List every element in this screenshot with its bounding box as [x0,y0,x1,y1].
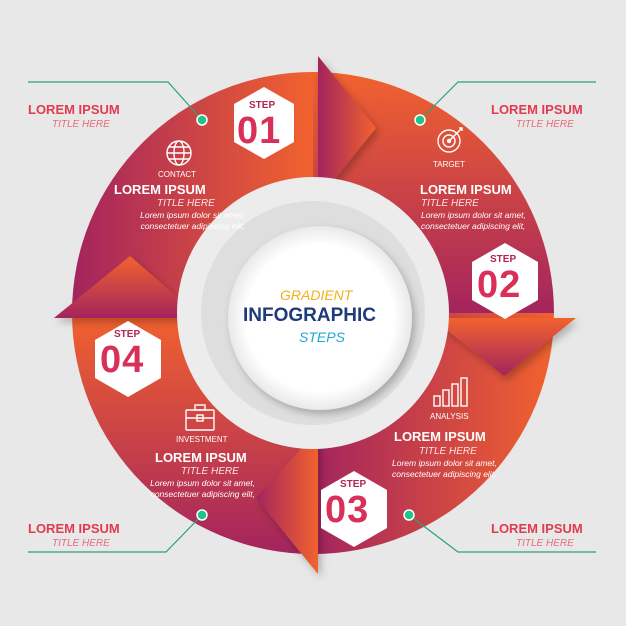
connector-1 [28,81,203,121]
hexagon-step-2 [472,243,538,319]
connector-lines [28,81,596,553]
callout-subtitle: TITLE HERE [52,119,110,130]
step-2-body-line1: Lorem ipsum dolor sit amet, [421,210,526,220]
hexagon-step-3 [321,471,387,547]
step-1-number: 01 [237,110,282,152]
center-line-3: STEPS [299,329,345,345]
connector-2 [419,81,596,121]
step-4-body: Lorem ipsum dolor sit amet, consectetuer… [125,478,255,499]
globe-icon [166,140,192,166]
step-1-body: Lorem ipsum dolor sit amet, consectetuer… [115,210,245,231]
step-2-label: STEP [490,254,517,265]
step-2-body-line2: consectetuer adipiscing elit, [421,220,526,231]
step-4-body-line1: Lorem ipsum dolor sit amet, [150,478,255,488]
step-2-icon-label: TARGET [433,160,465,169]
step-4-body-line2: consectetuer adipiscing elit, [150,488,255,499]
connector-dot-2 [414,114,426,126]
bar-chart-icon [433,377,468,407]
step-4-number: 04 [100,339,145,381]
step-4-icon-label: INVESTMENT [176,435,228,444]
hexagon-step-4 [95,321,161,397]
step-3-body-line1: Lorem ipsum dolor sit amet, [392,458,497,468]
step-1-label: STEP [249,100,276,111]
step-2-number: 02 [477,264,522,306]
step-3-number: 03 [325,489,370,531]
callout-title: LOREM IPSUM [28,102,120,117]
briefcase-icon [185,404,215,431]
step-2-title: LOREM IPSUM [420,182,512,197]
connector-4 [408,514,596,553]
callout-subtitle: TITLE HERE [516,538,574,549]
step-2-subtitle: TITLE HERE [421,198,479,209]
target-icon [437,127,463,153]
connector-dot-3 [196,509,208,521]
arrow-2 [432,318,576,376]
arrow-4 [54,256,202,318]
center-line-2: INFOGRAPHIC [243,305,376,326]
step-3-title: LOREM IPSUM [394,429,486,444]
callout-title: LOREM IPSUM [28,521,120,536]
step-3-body-line2: consectetuer adipiscing elit, [392,468,497,479]
step-3-label: STEP [340,479,367,490]
callout-subtitle: TITLE HERE [52,538,110,549]
connector-dots [196,114,426,521]
step-1-body-line2: consectetuer adipiscing elit, [140,220,245,231]
callout-subtitle: TITLE HERE [516,119,574,130]
arrow-1 [318,56,376,200]
connector-dot-4 [403,509,415,521]
step-2-body: Lorem ipsum dolor sit amet, consectetuer… [421,210,551,231]
step-1-title: LOREM IPSUM [114,182,206,197]
hexagon-step-1 [234,87,294,159]
callout-title: LOREM IPSUM [491,521,583,536]
connector-dot-1 [196,114,208,126]
step-3-body: Lorem ipsum dolor sit amet, consectetuer… [392,458,522,479]
step-4-title: LOREM IPSUM [155,450,247,465]
center-disc [228,226,412,410]
step-1-body-line1: Lorem ipsum dolor sit amet, [140,210,245,220]
arrow-3 [256,430,318,574]
step-4-subtitle: TITLE HERE [181,466,239,477]
step-4-label: STEP [114,329,141,340]
callout-title: LOREM IPSUM [491,102,583,117]
step-3-subtitle: TITLE HERE [419,446,477,457]
center-line-1: GRADIENT [280,287,353,303]
step-3-icon-label: ANALYSIS [430,412,469,421]
step-1-icon-label: CONTACT [158,170,197,179]
step-1-subtitle: TITLE HERE [157,198,215,209]
connector-3 [28,514,203,553]
